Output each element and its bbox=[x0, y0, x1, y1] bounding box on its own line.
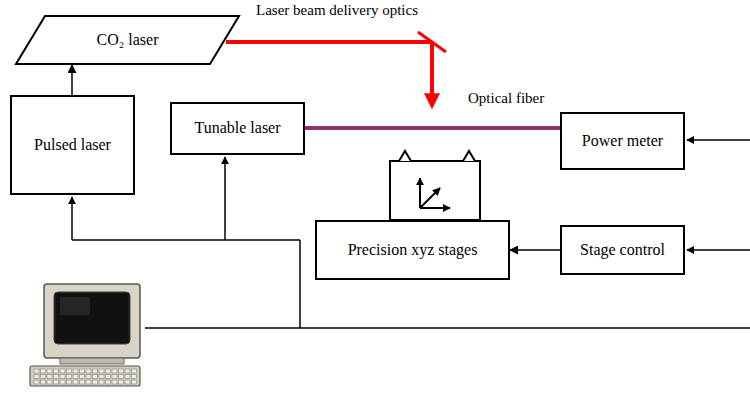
stage-box: Precision xyz stages bbox=[315, 220, 510, 280]
computer-icon bbox=[30, 284, 140, 386]
node-label: CO₂ laser bbox=[96, 31, 158, 49]
laser-box: Pulsed laser bbox=[10, 95, 135, 195]
control-arrow bbox=[510, 249, 560, 251]
node-label: Stage control bbox=[580, 241, 665, 259]
optical-fiber bbox=[305, 126, 560, 130]
node-label: Power meter bbox=[582, 132, 663, 150]
node-label: Tunable laser bbox=[194, 119, 280, 137]
meter-box: Power meter bbox=[560, 112, 685, 170]
node-label: Precision xyz stages bbox=[348, 241, 478, 259]
fiber-label: Optical fiber bbox=[468, 90, 544, 107]
optics-label: Laser beam delivery optics bbox=[256, 2, 418, 19]
controller-box: Stage control bbox=[560, 225, 685, 275]
laser-box: Tunable laser bbox=[170, 102, 305, 155]
control-arrow bbox=[71, 65, 73, 95]
laser-beam bbox=[226, 32, 446, 106]
node-label: Pulsed laser bbox=[34, 136, 111, 154]
laser-source: CO₂ laser bbox=[15, 15, 240, 65]
fiber-holder bbox=[390, 151, 480, 220]
